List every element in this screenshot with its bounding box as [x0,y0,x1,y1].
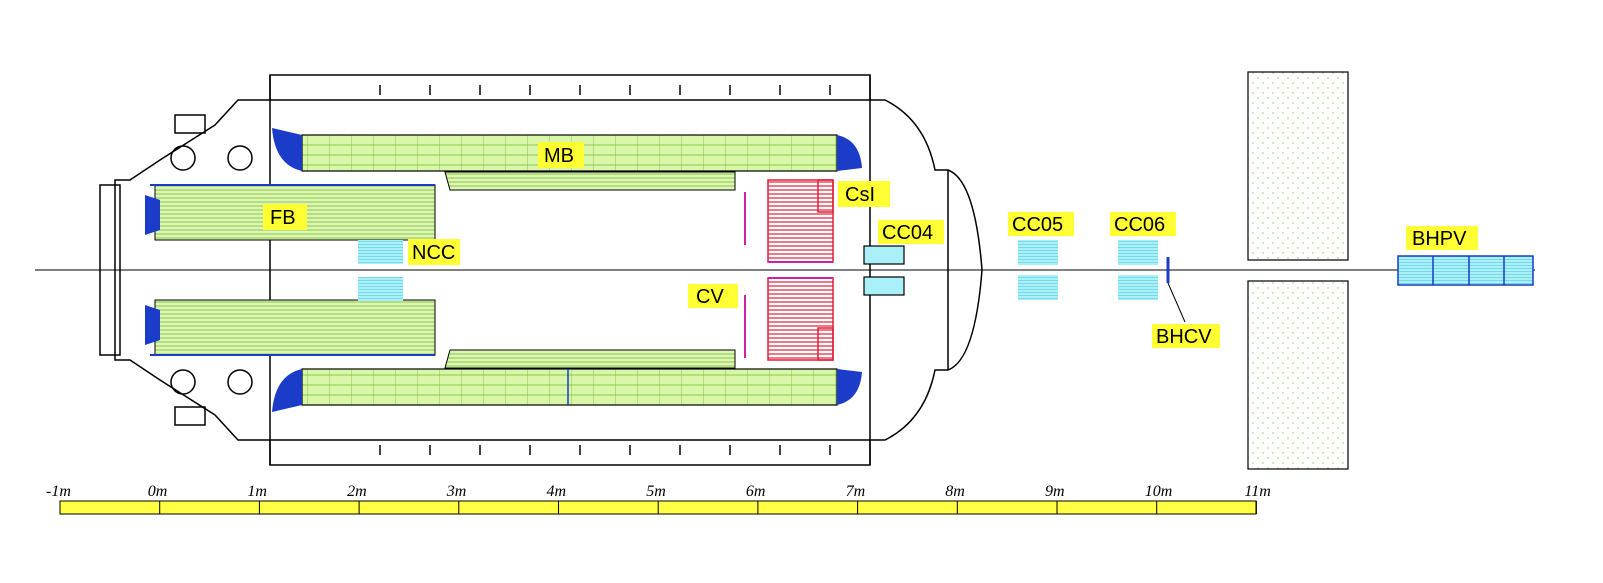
csi-calorimeter [767,179,834,361]
scale-tick-label: 2m [347,483,367,500]
ncc-detector [358,240,403,264]
svg-text:CC04: CC04 [882,222,933,244]
main-barrel [272,128,862,412]
cc06-upper [1118,240,1158,265]
scale-tick-label: -1m [46,483,71,500]
front-barrel [145,184,436,356]
scale-tick-label: 10m [1145,483,1173,500]
label-cc06: CC06 [1110,212,1176,236]
svg-text:CC05: CC05 [1012,214,1063,236]
scale-tick-label: 0m [148,483,168,500]
magnet-upper [1247,71,1349,261]
bhcv-leader [1167,282,1186,323]
cc04-lower [863,276,905,296]
scale-tick-label: 9m [1045,483,1065,500]
label-mb: MB [538,142,584,168]
scale-tick-label: 11m [1244,483,1270,500]
svg-text:NCC: NCC [412,242,455,264]
cc05-lower [1018,275,1058,300]
svg-text:FB: FB [270,207,296,229]
label-ncc: NCC [408,239,460,265]
scale-tick-label: 3m [446,483,467,500]
scale-bar: -1m 0m 1m 2m 3m 4m 5m 6m 7m 8m 9m 10m 11m [46,483,1271,515]
cc04-upper [863,245,905,265]
label-cc05: CC05 [1008,212,1074,236]
label-bhcv: BHCV [1152,324,1220,348]
bhpv-detector [1397,255,1534,286]
svg-text:BHCV: BHCV [1156,326,1212,348]
scale-tick-label: 6m [746,483,766,500]
svg-text:MB: MB [544,145,574,167]
svg-text:CV: CV [696,286,724,308]
ncc-detector-lower [358,277,403,301]
scale-tick-label: 1m [247,483,267,500]
vacuum-vessel [99,74,983,466]
svg-text:BHPV: BHPV [1412,228,1467,250]
label-bhpv: BHPV [1406,226,1478,250]
scale-tick-label: 5m [646,483,666,500]
svg-text:CC06: CC06 [1114,214,1165,236]
magnet-lower [1247,280,1349,470]
scale-tick-label: 7m [846,483,866,500]
scale-tick-label: 8m [945,483,965,500]
label-fb: FB [263,204,307,230]
label-csi: CsI [838,181,890,207]
svg-text:CsI: CsI [845,184,875,206]
label-cv: CV [688,284,738,308]
cc06-lower [1118,275,1158,300]
label-cc04: CC04 [878,220,944,244]
scale-tick-label: 4m [547,483,567,500]
cc05-upper [1018,240,1058,265]
